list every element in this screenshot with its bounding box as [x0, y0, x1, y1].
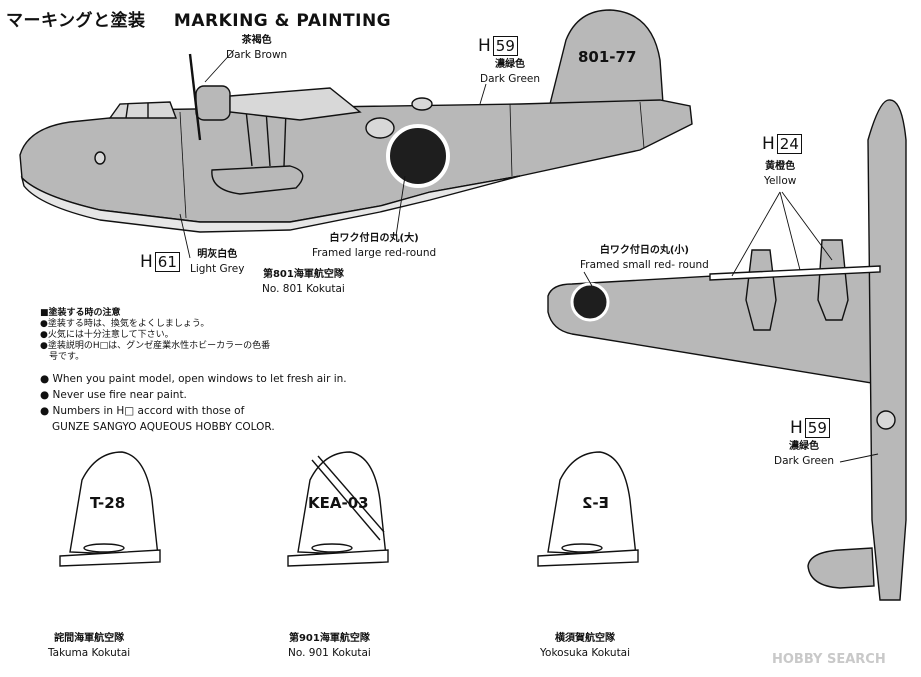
h-number: 59	[804, 418, 830, 438]
side-vertical-tail	[547, 9, 665, 119]
roundel-large-en: Framed large red-round	[312, 247, 437, 259]
plan-fuselage	[867, 99, 907, 601]
roundel-small-jp: 白ワク付日の丸(小)	[599, 245, 689, 256]
h-letter: H	[762, 134, 775, 154]
notes-jp-line: 号です。	[40, 352, 85, 362]
notes-en-line: ● When you paint model, open windows to …	[40, 373, 347, 385]
dark-green-plan-en: Dark Green	[774, 455, 835, 467]
tail-caption-3: 横須賀航空隊 Yokosuka Kokutai	[540, 632, 630, 660]
title-jp: マーキングと塗装	[6, 11, 146, 31]
label-roundel-small: 白ワク付日の丸(小) Framed small red- round	[580, 244, 709, 272]
notes-en-text: Never use fire near paint.	[52, 389, 187, 401]
plan-view-aircraft	[547, 99, 907, 601]
yellow-en: Yellow	[764, 175, 797, 187]
dark-brown-en: Dark Brown	[226, 49, 288, 61]
dark-green-side-jp: 濃緑色	[495, 59, 526, 70]
unit-en: No. 801 Kokutai	[262, 283, 345, 295]
dark-green-plan-jp: 濃緑色	[789, 441, 820, 452]
label-dark-brown: 茶褐色 Dark Brown	[226, 34, 287, 62]
h-letter: H	[478, 36, 491, 56]
h-letter: H	[790, 418, 803, 438]
tail-code-1: T-28	[90, 494, 126, 512]
plan-tailplane	[807, 547, 875, 589]
plan-leader-lines	[583, 191, 879, 463]
label-dark-green-side: 濃緑色 Dark Green	[480, 58, 540, 86]
tail-caption-en: Takuma Kokutai	[48, 647, 131, 659]
side-blister-a	[365, 117, 395, 139]
watermark: HOBBY SEARCH	[772, 652, 886, 667]
label-light-grey: 明灰白色 Light Grey	[190, 248, 244, 276]
unit-jp: 第801海軍航空隊	[262, 269, 344, 280]
notes-en-line: GUNZE SANGYO AQUEOUS HOBBY COLOR.	[52, 421, 275, 433]
notes-en-text: When you paint model, open windows to le…	[52, 373, 347, 385]
light-grey-en: Light Grey	[190, 263, 245, 275]
h-letter: H	[140, 252, 153, 272]
plan-nacelle-b	[817, 239, 849, 321]
notes-en-line: ● Numbers in H□ accord with those of	[40, 405, 245, 417]
side-leader-lines	[179, 49, 487, 259]
h-number: 59	[492, 36, 518, 56]
dark-green-side-en: Dark Green	[480, 73, 541, 85]
notes-en-text: Numbers in H□ accord with those of	[52, 405, 245, 417]
title-en: MARKING & PAINTING	[173, 11, 392, 31]
side-float	[211, 165, 304, 195]
notes-en-line: ● Never use fire near paint.	[40, 389, 187, 401]
tail-caption-en: No. 901 Kokutai	[288, 647, 371, 659]
tail-caption-jp: 横須賀航空隊	[555, 633, 616, 644]
tail-code-2: KEA-03	[308, 494, 369, 512]
tail-view-2	[287, 451, 389, 567]
side-view-aircraft	[19, 9, 693, 233]
tail-caption-1: 詫間海軍航空隊 Takuma Kokutai	[48, 632, 130, 660]
side-engine	[195, 85, 231, 121]
side-hull-bottom	[20, 175, 521, 233]
notes-jp-heading: ■塗装する時の注意	[40, 308, 121, 318]
side-cockpit	[108, 101, 178, 119]
painting-notes: ■塗装する時の注意 ●塗装する時は、換気をよくしましょう。 ●火気には十分注意し…	[40, 308, 347, 435]
label-unit-801: 第801海軍航空隊 No. 801 Kokutai	[262, 268, 345, 296]
notes-jp-line: ●塗装する時は、換気をよくしましょう。	[40, 319, 210, 329]
tail-caption-2: 第901海軍航空隊 No. 901 Kokutai	[288, 632, 371, 660]
h-number: 61	[154, 252, 180, 272]
label-yellow: 黄橙色 Yellow	[764, 160, 796, 188]
plan-leading-edge-yellow	[709, 265, 881, 281]
tail-caption-jp: 詫間海軍航空隊	[54, 633, 125, 644]
side-roundel-large	[386, 124, 450, 188]
light-grey-jp: 明灰白色	[197, 249, 238, 260]
dark-brown-jp: 茶褐色	[241, 35, 272, 46]
side-blister-b	[411, 97, 433, 111]
h-number: 24	[776, 134, 802, 154]
roundel-small-en: Framed small red- round	[580, 259, 709, 271]
tail-view-3	[537, 451, 639, 567]
notes-jp-line: ●塗装説明のH□は、グンゼ産業水性ホビーカラーの色番	[40, 341, 271, 351]
side-tail-code: 801-77	[578, 48, 637, 66]
notes-jp-line: ●火気には十分注意して下さい。	[40, 330, 174, 340]
page-title: マーキングと塗装 MARKING & PAINTING	[6, 6, 391, 31]
tail-view-1	[59, 451, 161, 567]
plan-nacelle-a	[745, 249, 777, 331]
yellow-jp: 黄橙色	[765, 161, 796, 172]
tail-caption-en: Yokosuka Kokutai	[540, 647, 631, 659]
tail-caption-jp: 第901海軍航空隊	[288, 633, 370, 644]
roundel-large-jp: 白ワク付日の丸(大)	[329, 233, 419, 244]
label-dark-green-plan: 濃緑色 Dark Green	[774, 440, 834, 468]
side-nose-window	[94, 151, 106, 165]
plan-roundel-small	[570, 282, 610, 322]
tail-code-3: E-2	[582, 494, 609, 512]
label-roundel-large: 白ワク付日の丸(大) Framed large red-round	[312, 232, 436, 260]
